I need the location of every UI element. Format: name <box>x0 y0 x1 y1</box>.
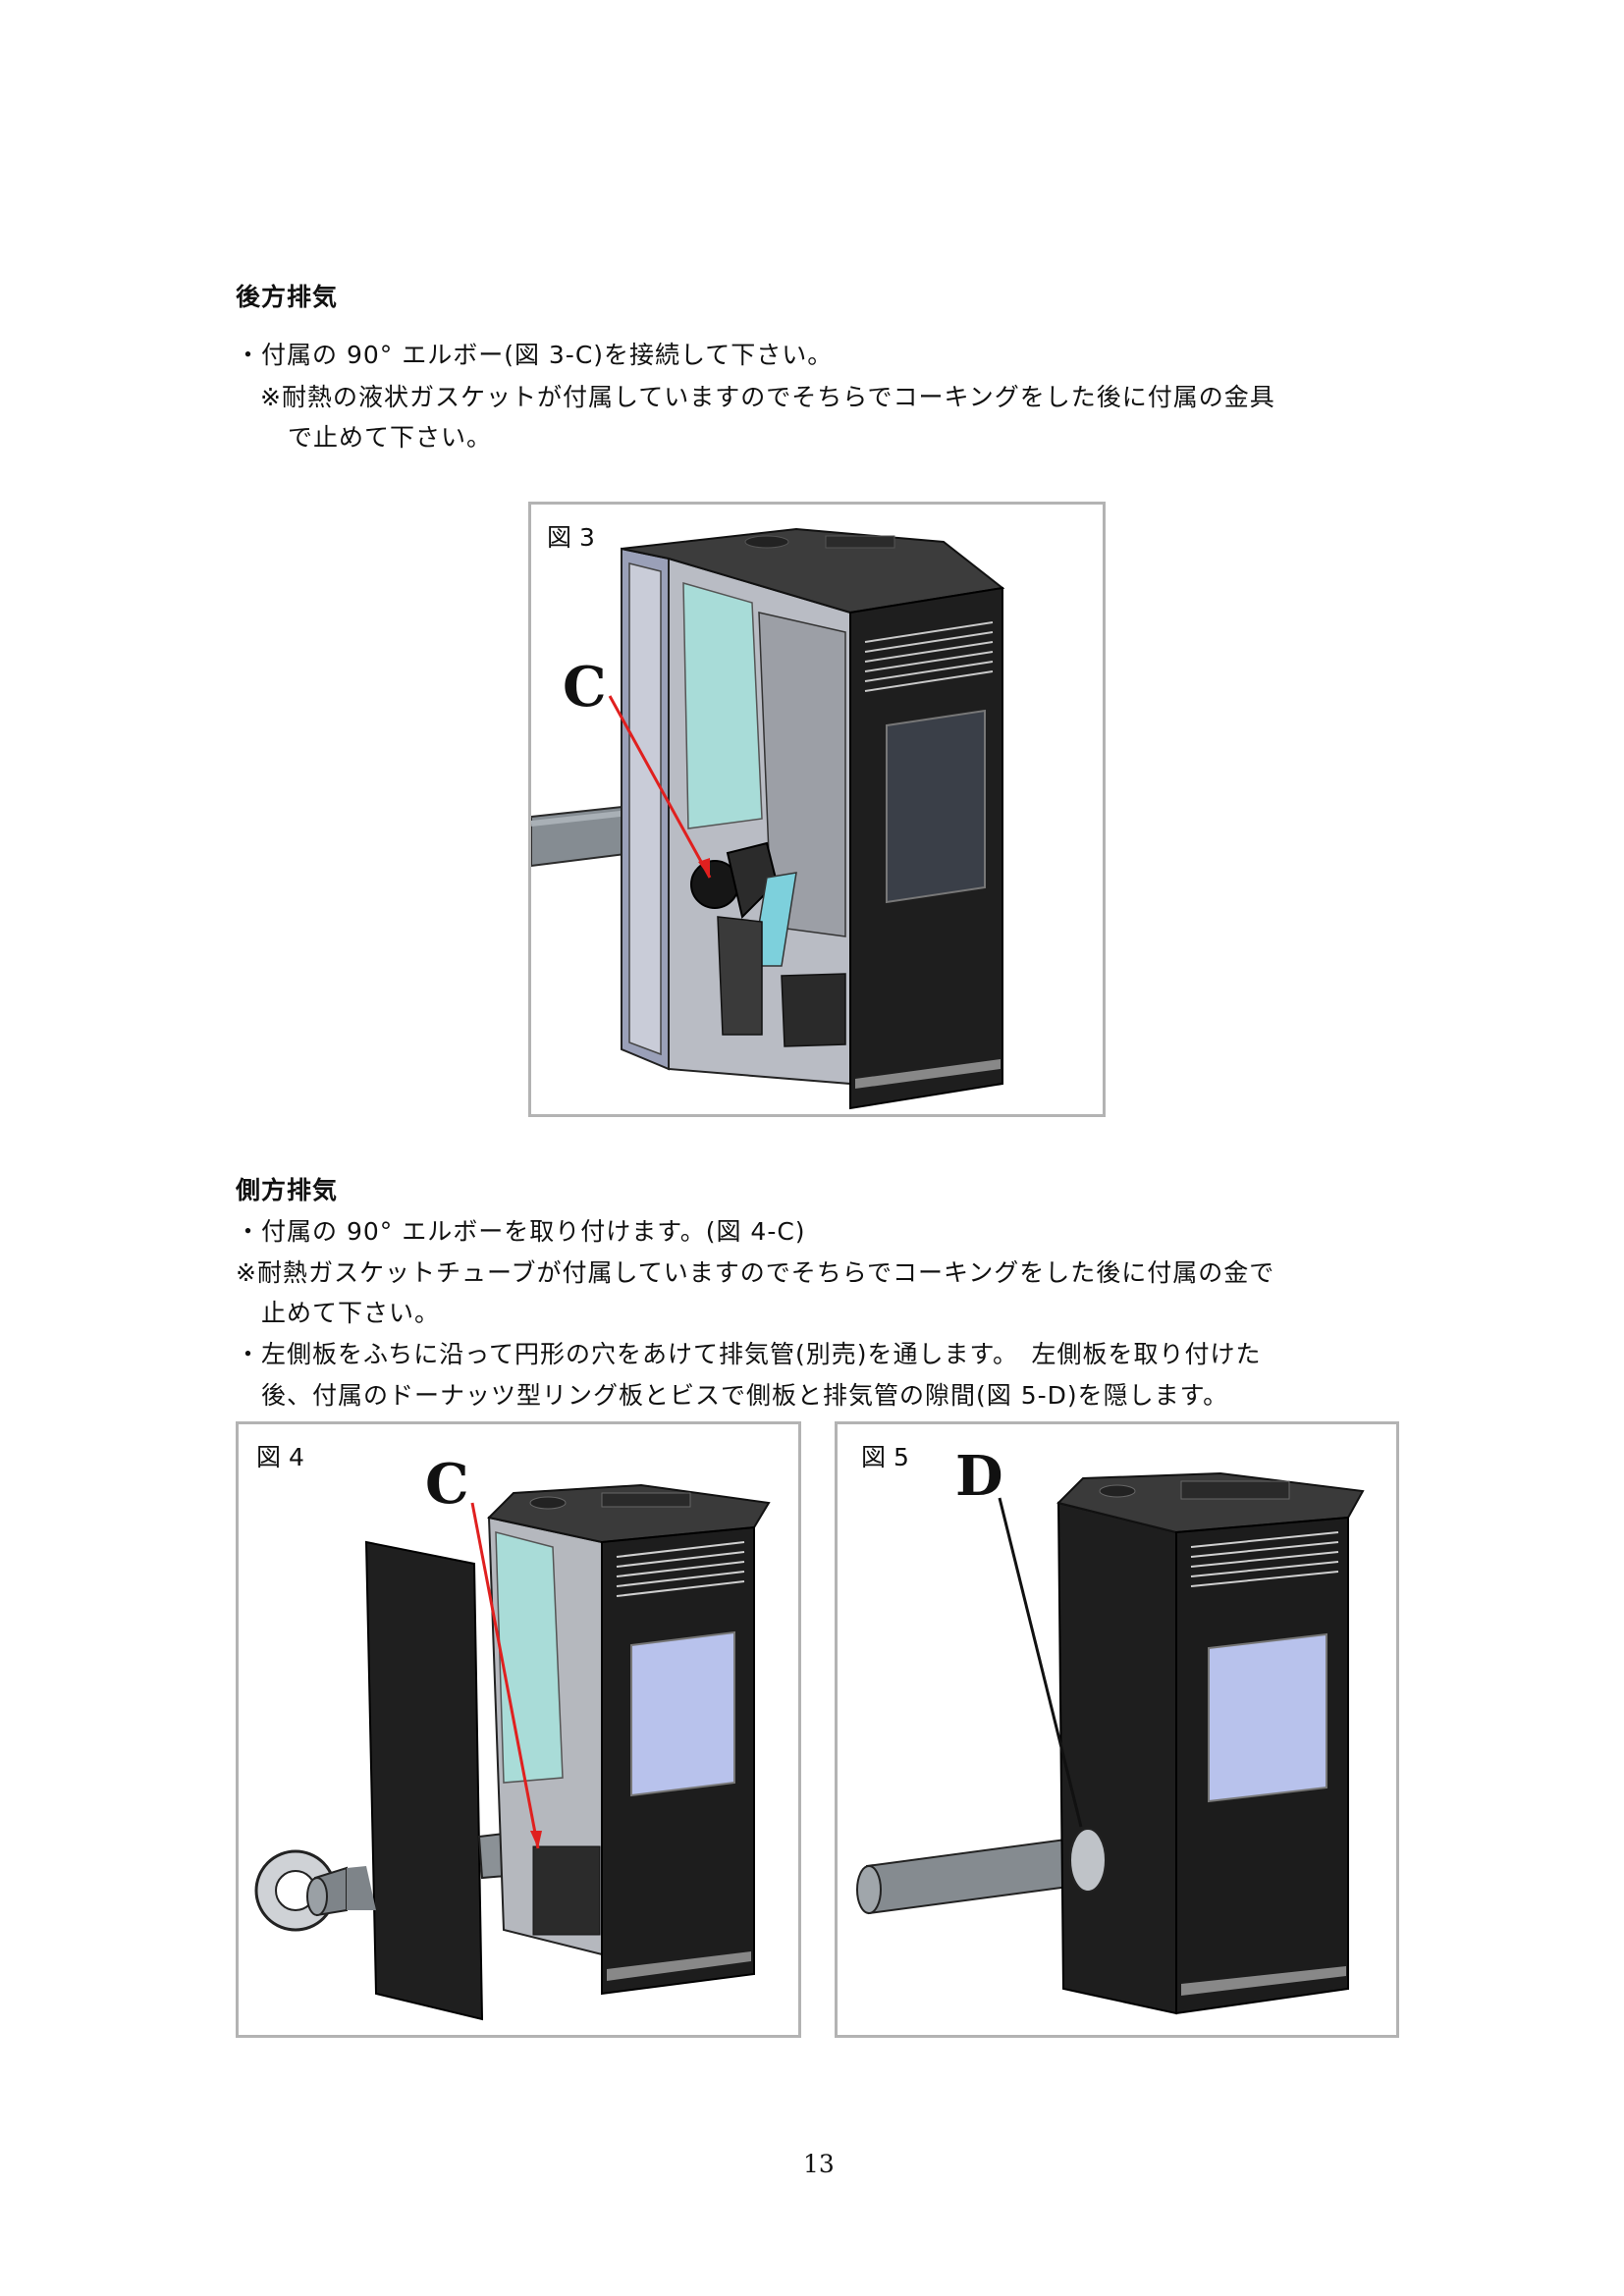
side-instruction-line-2: ・左側板をふちに沿って円形の穴をあけて排気管(別売)を通します。 左側板を取り付… <box>236 1340 1262 1368</box>
side-instruction-line-3: 後、付属のドーナッツ型リング板とビスで側板と排気管の隙間(図 5-D)を隠します… <box>261 1381 1229 1410</box>
figure-5-label: 図 5 <box>861 1443 909 1471</box>
side-note-line-2: 止めて下さい。 <box>261 1299 441 1327</box>
figure-3-label: 図 3 <box>547 523 595 552</box>
stove-side-exhaust-installed-drawing: D <box>856 1444 1365 2015</box>
page-number: 13 <box>803 2150 835 2178</box>
figure-5-callout: D <box>955 1444 1003 1509</box>
stove-rear-exhaust-drawing: C <box>531 527 1005 1110</box>
figure-3-callout: C <box>563 655 607 720</box>
figure-4-label: 図 4 <box>256 1443 304 1471</box>
figure-5: 図 5 D <box>835 1421 1399 2038</box>
figure-3: 図 3 <box>528 502 1106 1117</box>
figure-4-callout: C <box>425 1452 469 1517</box>
figure-4: 図 4 C <box>236 1421 801 2038</box>
side-note-line-1: ※耐熱ガスケットチューブが付属していますのでそちらでコーキングをした後に付属の金… <box>236 1258 1275 1287</box>
rear-exhaust-heading: 後方排気 <box>236 283 339 311</box>
side-instruction-line-1: ・付属の 90° エルボーを取り付けます。(図 4-C) <box>236 1217 806 1246</box>
rear-note-line-1: ※耐熱の液状ガスケットが付属していますのでそちらでコーキングをした後に付属の金具 <box>260 383 1275 411</box>
stove-side-exhaust-drawing: C <box>254 1452 771 2021</box>
side-exhaust-heading: 側方排気 <box>236 1176 339 1204</box>
rear-note-line-2: で止めて下さい。 <box>288 423 493 452</box>
rear-instruction-line-1: ・付属の 90° エルボー(図 3-C)を接続して下さい。 <box>236 341 834 369</box>
